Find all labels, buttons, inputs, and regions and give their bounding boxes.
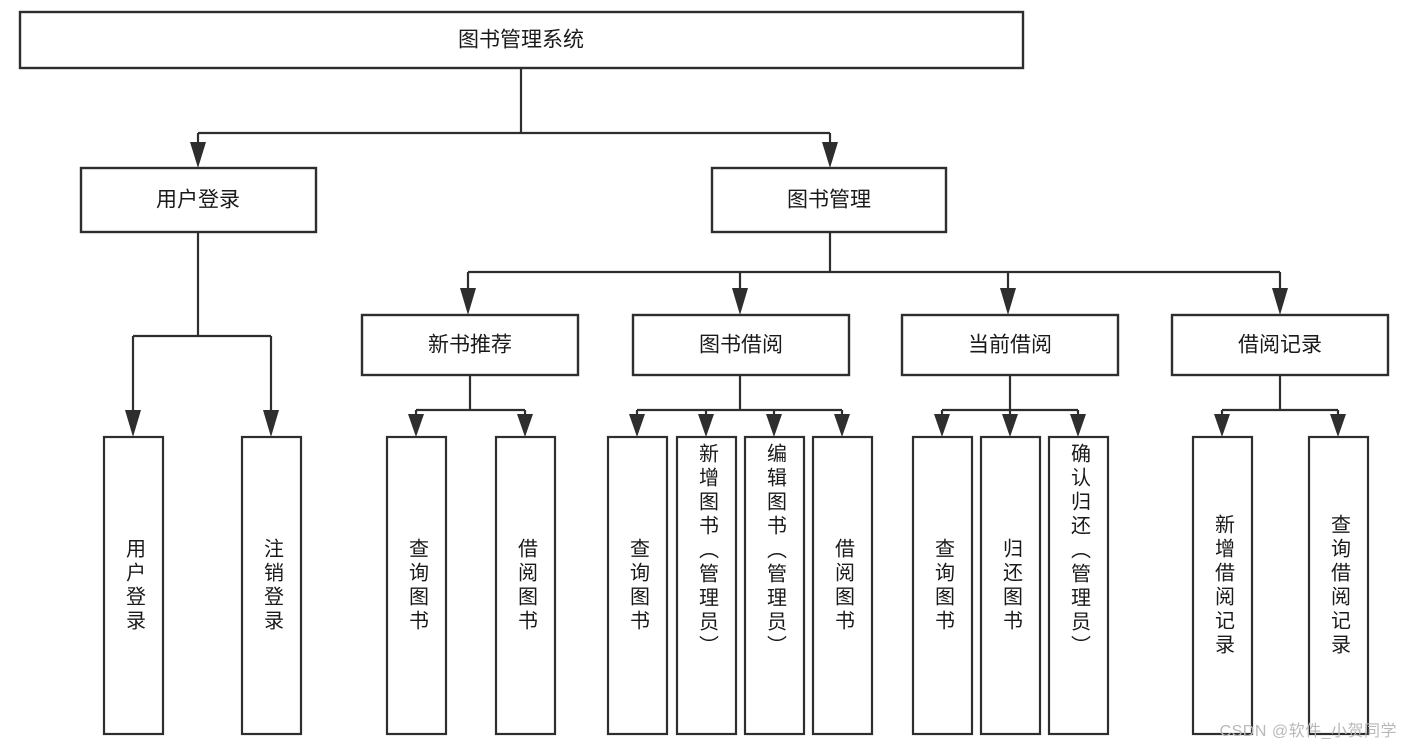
leaf-label-br-add-record: 新增借阅记录 (1193, 437, 1252, 734)
node-new-book-recommend-label: 新书推荐 (428, 334, 512, 357)
leaf-text-cb-confirm-return: 确认归还（管理员） (1067, 443, 1090, 659)
node-book-manage-box[interactable] (710, 166, 948, 234)
leaf-text-bb-query-book: 查询图书 (626, 537, 649, 634)
node-book-borrow[interactable]: 图书借阅 (631, 313, 851, 377)
node-new-book-recommend-box[interactable] (360, 313, 580, 377)
leaf-label-cb-return-book: 归还图书 (981, 437, 1040, 734)
arrow-bb-leaf4 (834, 414, 850, 437)
leaf-text-nbr-borrow-book: 借阅图书 (514, 537, 537, 634)
arrow-bb-leaf2 (698, 414, 714, 437)
leaf-label-user-login: 用户登录 (104, 437, 163, 734)
leaf-box-layer (102, 435, 1370, 736)
arrow-to-book-manage (822, 142, 838, 168)
leaf-box-logout[interactable] (240, 435, 303, 736)
node-root-label: 图书管理系统 (458, 29, 584, 52)
leaf-text-bb-edit-book: 编辑图书（管理员） (763, 443, 786, 659)
leaf-text-bb-borrow-book: 借阅图书 (831, 537, 854, 634)
leaf-text-br-add-record: 新增借阅记录 (1211, 513, 1234, 658)
connector-layer (125, 68, 1346, 437)
leaf-label-nbr-borrow-book: 借阅图书 (496, 437, 555, 734)
node-book-borrow-box[interactable] (631, 313, 851, 377)
leaf-box-user-login[interactable] (102, 435, 165, 736)
node-current-borrow-box[interactable] (900, 313, 1120, 377)
leaf-label-bb-edit-book: 编辑图书（管理员） (745, 443, 804, 734)
arrow-to-user-login (190, 142, 206, 168)
leaf-box-bb-query-book[interactable] (606, 435, 669, 736)
leaf-box-bb-borrow-book[interactable] (811, 435, 874, 736)
leaf-text-logout: 注销登录 (260, 537, 283, 634)
leaf-box-cb-confirm-return[interactable] (1047, 435, 1110, 736)
leaf-label-cb-query-book: 查询图书 (913, 437, 972, 734)
node-root[interactable]: 图书管理系统 (18, 10, 1025, 70)
node-borrow-record-box[interactable] (1170, 313, 1390, 377)
leaf-label-bb-borrow-book: 借阅图书 (813, 437, 872, 734)
leaf-box-nbr-borrow-book[interactable] (494, 435, 557, 736)
leaf-box-cb-return-book[interactable] (979, 435, 1042, 736)
leaf-box-br-add-record[interactable] (1191, 435, 1254, 736)
node-current-borrow-label: 当前借阅 (968, 334, 1052, 357)
arrow-to-leaf-user-login (125, 410, 141, 437)
leaf-label-logout: 注销登录 (242, 437, 301, 734)
leaf-label-bb-add-book: 新增图书（管理员） (677, 443, 736, 734)
node-borrow-record-label: 借阅记录 (1238, 334, 1322, 357)
leaf-label-bb-query-book: 查询图书 (608, 437, 667, 734)
leaf-box-cb-query-book[interactable] (911, 435, 974, 736)
arrow-nbr-leaf2 (517, 414, 533, 437)
node-book-borrow-label: 图书借阅 (699, 334, 783, 357)
arrow-cb-leaf1 (934, 414, 950, 437)
leaf-label-br-query-record: 查询借阅记录 (1309, 437, 1368, 734)
node-new-book-recommend[interactable]: 新书推荐 (360, 313, 580, 377)
leaf-text-user-login: 用户登录 (122, 537, 145, 634)
arrow-to-current-borrow (1000, 288, 1016, 315)
node-user-login-label: 用户登录 (156, 189, 240, 212)
arrow-br-leaf1 (1214, 414, 1230, 437)
leaf-label-nbr-query-book: 查询图书 (387, 437, 446, 734)
leaf-text-cb-query-book: 查询图书 (931, 537, 954, 634)
arrow-to-book-borrow (732, 288, 748, 315)
leaf-box-nbr-query-book[interactable] (385, 435, 448, 736)
arrow-cb-leaf3 (1070, 414, 1086, 437)
leaf-label-cb-confirm-return: 确认归还（管理员） (1049, 443, 1108, 734)
csdn-watermark: CSDN @软件_小贺同学 (1219, 723, 1397, 740)
leaf-text-bb-add-book: 新增图书（管理员） (695, 443, 718, 659)
leaf-text-nbr-query-book: 查询图书 (405, 537, 428, 634)
arrow-br-leaf2 (1330, 414, 1346, 437)
leaf-box-bb-edit-book[interactable] (743, 435, 806, 736)
arrow-nbr-leaf1 (408, 414, 424, 437)
node-book-manage-label: 图书管理 (787, 189, 871, 212)
leaf-text-cb-return-book: 归还图书 (999, 537, 1022, 634)
node-root-box[interactable] (18, 10, 1025, 70)
arrow-to-new-book (460, 288, 476, 315)
arrow-cb-leaf2 (1002, 414, 1018, 437)
arrow-bb-leaf1 (629, 414, 645, 437)
arrow-to-borrow-record (1272, 288, 1288, 315)
node-user-login[interactable]: 用户登录 (79, 166, 318, 234)
node-book-manage[interactable]: 图书管理 (710, 166, 948, 234)
node-user-login-box[interactable] (79, 166, 318, 234)
node-borrow-record[interactable]: 借阅记录 (1170, 313, 1390, 377)
leaf-box-br-query-record[interactable] (1307, 435, 1370, 736)
arrow-bb-leaf3 (766, 414, 782, 437)
leaf-text-br-query-record: 查询借阅记录 (1327, 513, 1350, 658)
arrow-to-leaf-logout (263, 410, 279, 437)
node-current-borrow[interactable]: 当前借阅 (900, 313, 1120, 377)
leaf-box-bb-add-book[interactable] (675, 435, 738, 736)
